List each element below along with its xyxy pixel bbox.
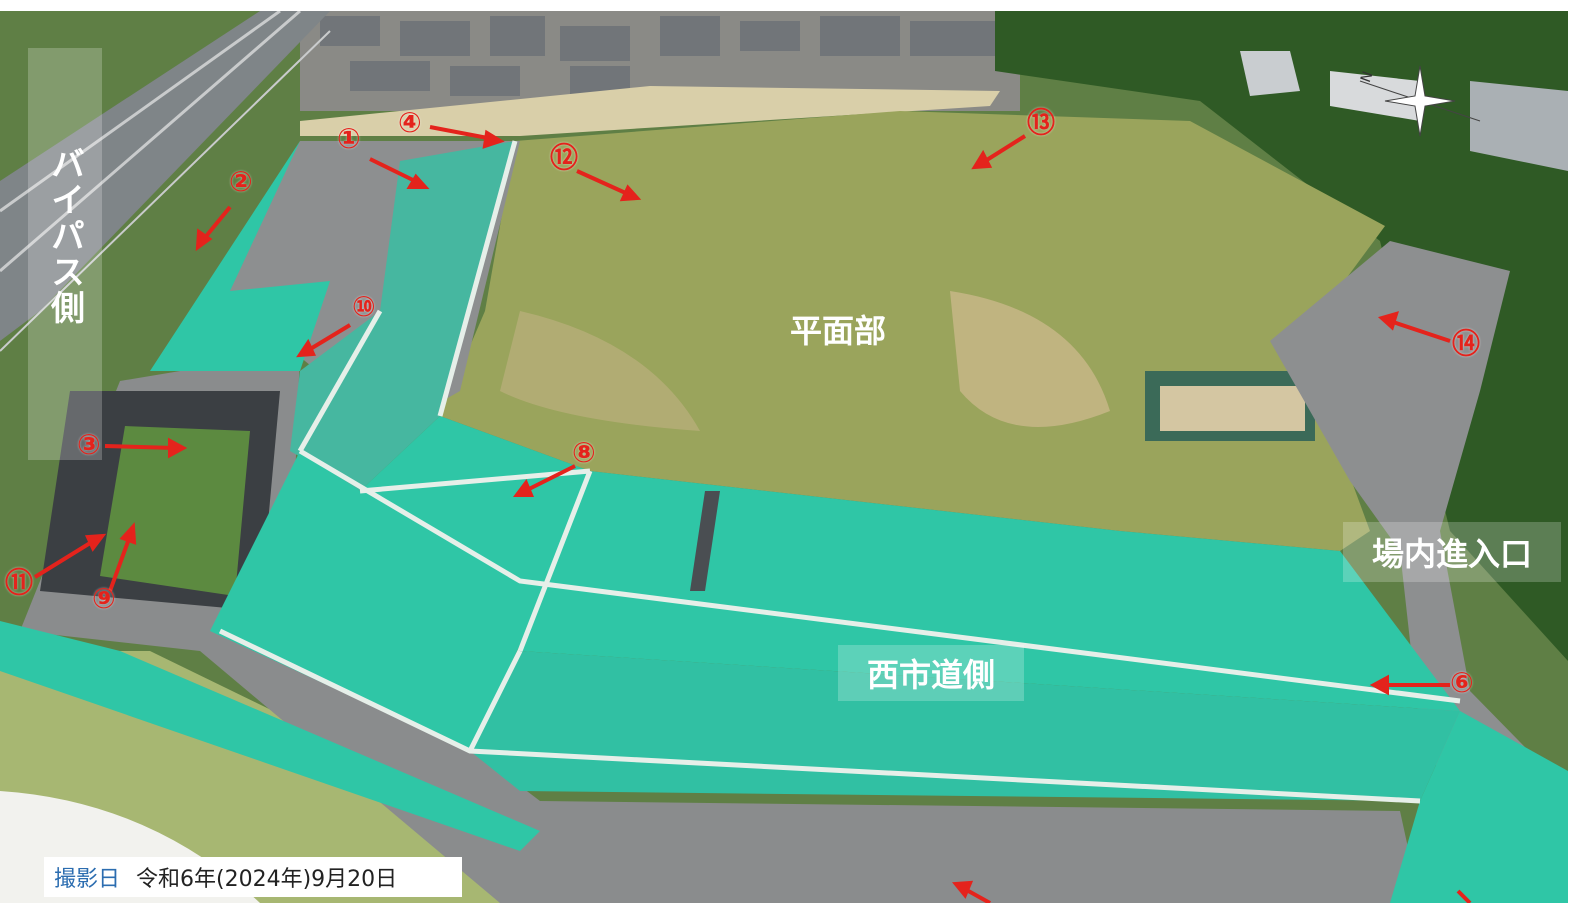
bypass-side-label: バイパス側 <box>28 48 102 460</box>
flat-area-label: 平面部 <box>789 312 886 350</box>
marker-14: ⑭ <box>1452 327 1481 360</box>
caption-value: 令和6年(2024年)9月20日 <box>136 867 398 892</box>
marker-9: ⑨ <box>92 582 116 615</box>
marker-10: ⑩ <box>352 290 376 323</box>
caption-key: 撮影日 <box>54 867 121 892</box>
marker-8: ⑧ <box>572 436 596 469</box>
marker-3: ③ <box>77 428 101 461</box>
marker-12: ⑫ <box>550 141 579 174</box>
aerial-scene <box>0 11 1568 903</box>
marker-4: ④ <box>398 106 422 139</box>
marker-11: ⑪ <box>5 566 34 599</box>
marker-13: ⑬ <box>1027 106 1056 139</box>
marker-1: ① <box>337 122 361 155</box>
marker-2: ② <box>229 165 253 198</box>
west-road-side-label: 西市道側 <box>838 645 1024 701</box>
photo-date-caption: 撮影日 令和6年(2024年)9月20日 <box>44 857 462 897</box>
aerial-photo: バイパス側 平面部 場内進入口 西市道側 ① ② ③ ④ ⑥ ⑧ ⑨ ⑩ ⑪ ⑫… <box>0 11 1568 903</box>
site-entrance-label: 場内進入口 <box>1343 522 1561 582</box>
marker-6: ⑥ <box>1450 666 1474 699</box>
